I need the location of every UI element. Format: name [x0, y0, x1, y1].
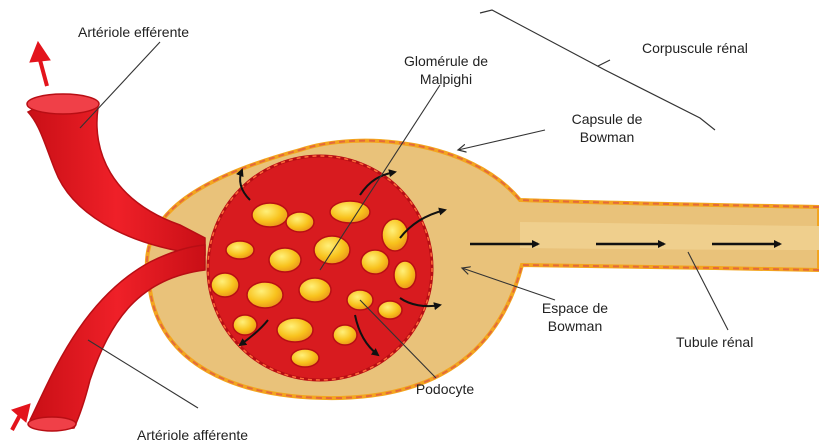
- label-tubule-renal: Tubule rénal: [676, 334, 753, 350]
- label-glomerule-line2: Malpighi: [420, 71, 472, 87]
- label-capsule-line1: Capsule de: [572, 111, 643, 127]
- blood-vessels: [27, 94, 205, 431]
- tubule-lumen: [520, 222, 819, 250]
- label-corpuscule-renal: Corpuscule rénal: [642, 40, 748, 56]
- label-arteriole-efferente: Artériole efférente: [78, 24, 189, 40]
- label-glomerule-line1: Glomérule de: [404, 53, 488, 69]
- label-capsule-line2: Bowman: [580, 129, 634, 145]
- label-espace-line1: Espace de: [542, 300, 608, 316]
- label-podocyte: Podocyte: [416, 381, 475, 397]
- label-arteriole-afferente: Artériole afférente: [137, 427, 248, 443]
- label-espace-line2: Bowman: [548, 318, 602, 334]
